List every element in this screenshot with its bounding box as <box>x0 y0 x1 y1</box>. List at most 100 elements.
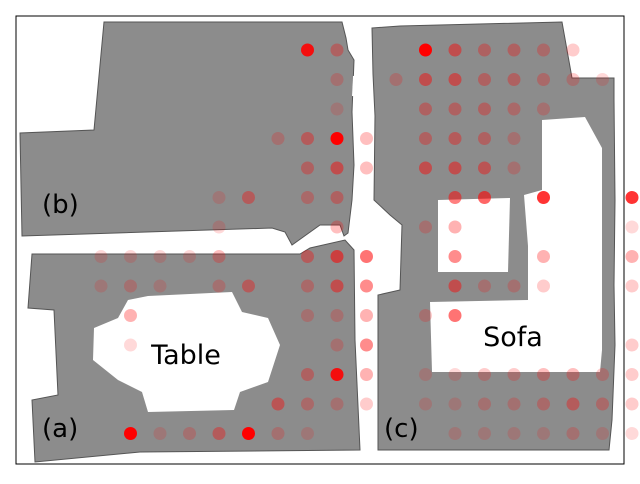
sample-point <box>360 161 373 175</box>
sample-point <box>478 191 491 204</box>
sample-point <box>330 250 344 263</box>
sample-point <box>566 73 580 86</box>
sample-point <box>625 279 639 293</box>
sample-point <box>212 250 226 263</box>
table-area <box>93 292 280 412</box>
sample-point <box>301 161 314 175</box>
sample-point <box>271 132 285 145</box>
sample-point <box>448 279 462 293</box>
sample-point <box>625 427 639 440</box>
sample-point <box>330 279 344 293</box>
sample-point <box>301 132 314 145</box>
sofa-area <box>430 117 602 372</box>
sample-point <box>596 397 609 411</box>
sample-point <box>537 427 550 440</box>
sample-point <box>625 368 639 381</box>
sample-point <box>242 191 255 204</box>
sample-point <box>566 43 580 57</box>
sample-point <box>419 73 432 86</box>
sample-point <box>183 250 196 263</box>
sample-point <box>566 397 580 411</box>
sample-point <box>419 309 432 322</box>
sample-point <box>507 73 521 86</box>
sample-point <box>389 73 403 86</box>
label-table: Table <box>150 340 221 371</box>
sample-point <box>537 397 550 411</box>
sample-point <box>537 102 550 116</box>
region-c-opening <box>438 198 510 272</box>
sample-point <box>124 427 137 440</box>
sample-point <box>242 427 255 440</box>
sample-point <box>448 368 462 381</box>
sample-point <box>360 309 373 322</box>
sample-point <box>212 427 226 440</box>
sample-point <box>330 368 344 381</box>
sample-point <box>448 43 462 57</box>
sample-point <box>360 338 373 352</box>
sample-point <box>212 220 226 234</box>
sample-point <box>596 368 609 381</box>
sample-point <box>301 250 314 263</box>
sample-point <box>183 427 196 440</box>
sample-point <box>478 73 491 86</box>
region-b-floor <box>19 21 355 246</box>
sample-point <box>360 397 373 411</box>
sample-point <box>330 338 344 352</box>
sample-point <box>419 397 432 411</box>
sample-point <box>478 102 491 116</box>
sample-point <box>507 43 521 57</box>
sample-point <box>478 161 491 175</box>
sample-point <box>94 279 108 293</box>
sample-point <box>330 161 344 175</box>
sample-point <box>419 161 432 175</box>
sample-point <box>537 368 550 381</box>
sample-point <box>360 279 373 293</box>
sample-point <box>478 279 491 293</box>
sample-point <box>448 220 462 234</box>
sample-point <box>153 250 167 263</box>
sample-point <box>330 191 344 204</box>
sample-point <box>124 338 137 352</box>
sample-point <box>94 250 108 263</box>
sample-point <box>271 427 285 440</box>
sample-point <box>448 191 462 204</box>
sample-point <box>625 191 639 204</box>
sample-point <box>566 427 580 440</box>
sample-point <box>507 279 521 293</box>
sample-point <box>448 73 462 86</box>
sample-point <box>448 397 462 411</box>
sample-point <box>507 161 521 175</box>
sample-point <box>301 279 314 293</box>
sample-point <box>360 368 373 381</box>
label-sofa: Sofa <box>483 322 543 353</box>
sample-point <box>330 132 344 145</box>
sample-point <box>301 397 314 411</box>
sample-point <box>330 309 344 322</box>
sample-point <box>478 427 491 440</box>
sample-point <box>271 397 285 411</box>
sample-point <box>507 132 521 145</box>
sample-point <box>537 43 550 57</box>
label-region-a: (a) <box>42 414 78 444</box>
sample-point <box>301 368 314 381</box>
sample-point <box>301 427 314 440</box>
sample-point <box>330 43 344 57</box>
sample-point <box>448 309 462 322</box>
sample-point <box>478 368 491 381</box>
sample-point <box>301 309 314 322</box>
sample-point <box>478 43 491 57</box>
sample-point <box>330 220 344 234</box>
sample-point <box>507 397 521 411</box>
sample-point <box>625 397 639 411</box>
sample-point <box>448 132 462 145</box>
sample-point <box>330 73 344 86</box>
sample-point <box>124 279 137 293</box>
sample-point <box>124 309 137 322</box>
sample-point <box>124 250 137 263</box>
sample-point <box>537 250 550 263</box>
sample-point <box>301 43 314 57</box>
sample-point <box>419 132 432 145</box>
sample-point <box>153 279 167 293</box>
